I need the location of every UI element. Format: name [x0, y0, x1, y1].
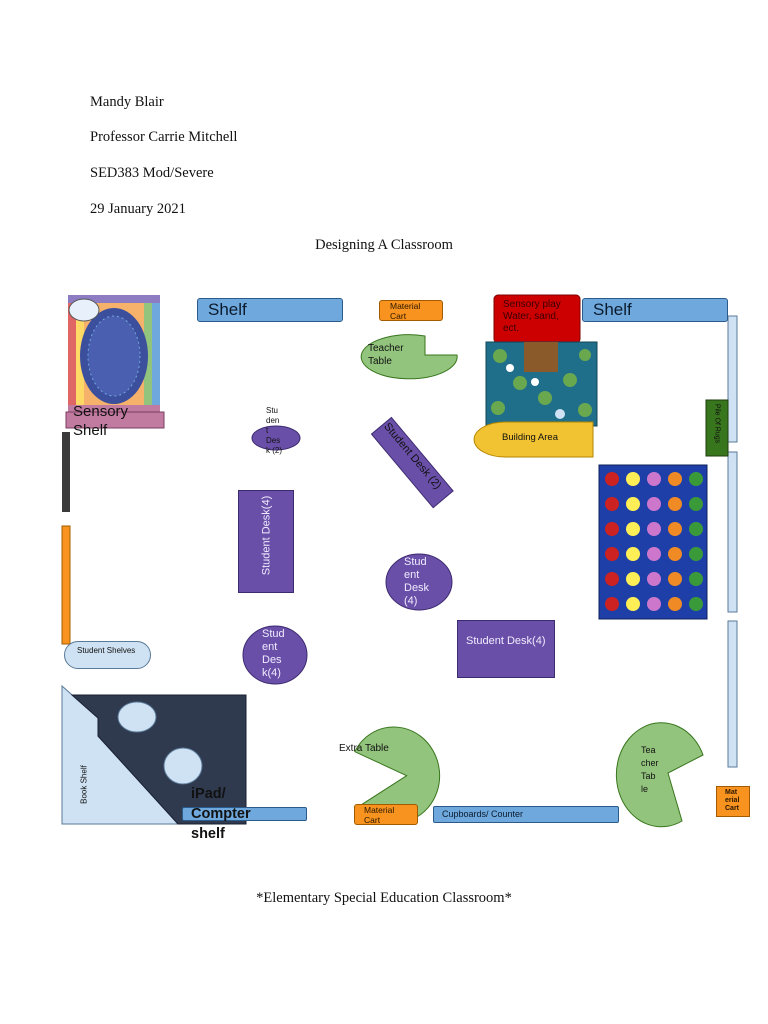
- student-desk-small-label: Stu den t Des k (2): [266, 406, 282, 455]
- dot-rug: [598, 464, 708, 620]
- student-desk-tall-label: Student Desk(4): [260, 495, 273, 576]
- rug-dot: [668, 547, 682, 561]
- rug-dot: [626, 472, 640, 486]
- left-wall-orange: [61, 525, 71, 645]
- student-desk-rect: Student Desk(4): [457, 620, 555, 678]
- ipad-shelf-label: iPad/ Compter shelf: [191, 786, 251, 842]
- left-wall-dark: [62, 432, 70, 512]
- rug-dot: [647, 472, 661, 486]
- rug-dot: [647, 572, 661, 586]
- rug-dot: [605, 547, 619, 561]
- rug-dot: [668, 597, 682, 611]
- student-desk-center-circle-shape: [385, 553, 453, 611]
- building-area-shape: [473, 421, 594, 458]
- rug-dot: [605, 472, 619, 486]
- rug-dot: [626, 597, 640, 611]
- rug-dot: [689, 547, 703, 561]
- teacher-table-top-shape: [360, 334, 458, 380]
- material-cart-bottom: Material Cart: [354, 804, 418, 825]
- ipad-shelf-bar: [182, 807, 307, 821]
- cupboards-counter: Cupboards/ Counter: [433, 806, 619, 823]
- teacher-table-bottom-label: Tea cher Tab le: [641, 745, 659, 794]
- book-shelf-label: Book Shelf: [79, 765, 89, 804]
- teacher-table-top-label: Teacher Table: [368, 343, 404, 367]
- rug-dot: [605, 597, 619, 611]
- shelf-right: Shelf: [582, 298, 728, 322]
- student-desk-small-shape: [251, 425, 301, 451]
- sensory-shelf: [65, 411, 165, 429]
- material-cart-top: Material Cart: [379, 300, 443, 321]
- ipad-computer-area: [70, 694, 247, 825]
- rug-dot: [647, 597, 661, 611]
- right-wall-2: [727, 451, 738, 613]
- rug-dot: [626, 522, 640, 536]
- teacher-table-bottom-shape: [615, 722, 704, 828]
- professor-name: Professor Carrie Mitchell: [90, 129, 238, 145]
- rug-dot: [647, 522, 661, 536]
- rug-dot: [626, 497, 640, 511]
- rug-dot: [605, 522, 619, 536]
- right-wall-1: [727, 315, 738, 443]
- rug-dot: [668, 522, 682, 536]
- lilypad-rug: [485, 341, 598, 427]
- shelf-left: Shelf: [197, 298, 343, 322]
- rug-dot: [689, 472, 703, 486]
- material-cart-right: Mat erial Cart: [716, 786, 750, 817]
- rug-dot: [668, 472, 682, 486]
- rug-dot: [647, 497, 661, 511]
- rug-dot: [689, 497, 703, 511]
- rug-dot: [689, 572, 703, 586]
- student-desk-tall: Student Desk(4): [238, 490, 294, 593]
- rug-dot: [668, 572, 682, 586]
- student-desk-center-circle-label: Stud ent Desk (4): [404, 556, 430, 607]
- right-wall-3: [727, 620, 738, 768]
- seat-circle-2: [163, 747, 203, 785]
- course-code: SED383 Mod/Severe: [90, 165, 214, 181]
- rug-dot: [626, 572, 640, 586]
- rug-dot: [605, 497, 619, 511]
- rug-dot: [605, 572, 619, 586]
- rug-dot: [689, 522, 703, 536]
- extra-table-label: Extra Table: [339, 743, 389, 754]
- sensory-shelf-label: Sensory Shelf: [73, 403, 129, 439]
- footer-caption: *Elementary Special Education Classroom*: [256, 890, 512, 906]
- rug-dot: [647, 547, 661, 561]
- pile-of-rugs-label: Pile Of Rugs: [713, 403, 721, 444]
- seat-circle-1: [117, 701, 157, 733]
- author-name: Mandy Blair: [90, 94, 164, 110]
- crayon-rug: [68, 295, 160, 415]
- date: 29 January 2021: [90, 201, 186, 217]
- student-shelves: Student Shelves: [64, 641, 151, 669]
- rug-dot: [668, 497, 682, 511]
- building-area-label: Building Area: [502, 432, 558, 443]
- student-desk-rotated-shape: [370, 416, 454, 509]
- rug-dot: [689, 597, 703, 611]
- sensory-play-label: Sensory play Water, sand, ect.: [503, 299, 561, 334]
- rug-dot: [626, 547, 640, 561]
- student-desk-left-circle-label: Stud ent Des k(4): [262, 628, 285, 679]
- student-desk-left-circle-shape: [242, 625, 308, 685]
- pile-of-rugs-shape: [705, 399, 729, 457]
- document-title: Designing A Classroom: [315, 237, 453, 253]
